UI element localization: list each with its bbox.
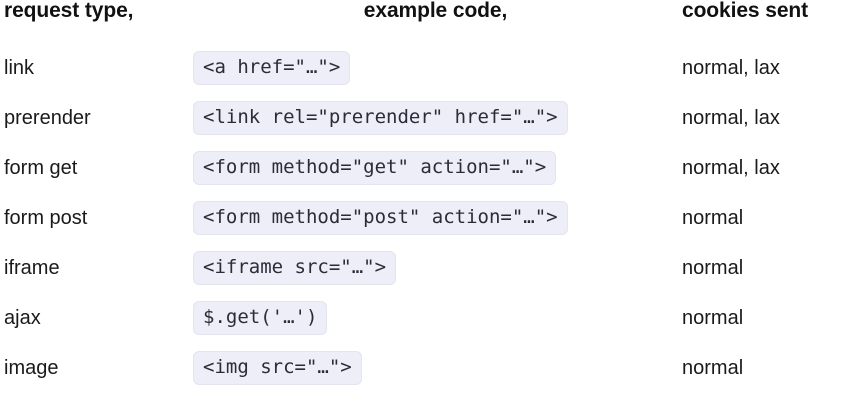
cell-cookies-sent: normal	[682, 207, 744, 229]
cell-request-type: iframe	[4, 257, 60, 279]
cell-example-code: <form method="post" action="…">	[193, 193, 678, 243]
table-header-row: request type, example code, cookies sent	[0, 0, 859, 43]
cell-request-type: form get	[4, 157, 78, 179]
cell-request-type: prerender	[4, 107, 91, 129]
code-snippet: $.get('…')	[193, 301, 328, 335]
table-header: request type, example code, cookies sent	[0, 0, 859, 43]
column-header-example-code: example code,	[363, 0, 508, 22]
cell-example-code: <iframe src="…">	[193, 243, 678, 293]
column-header-cookies-sent: cookies sent	[682, 0, 809, 22]
cell-cookies-sent: normal	[682, 257, 744, 279]
table-row: prerender <link rel="prerender" href="…"…	[0, 93, 859, 143]
cell-cookies-sent: normal, lax	[682, 107, 780, 129]
code-snippet: <link rel="prerender" href="…">	[193, 101, 568, 135]
table-row: ajax $.get('…') normal	[0, 293, 859, 343]
table-row: form get <form method="get" action="…"> …	[0, 143, 859, 193]
cell-cookies-sent: normal	[682, 357, 744, 379]
cell-example-code: $.get('…')	[193, 293, 678, 343]
request-type-table: request type, example code, cookies sent…	[0, 0, 859, 393]
table-row: link <a href="…"> normal, lax	[0, 43, 859, 93]
code-snippet: <form method="get" action="…">	[193, 151, 557, 185]
cell-example-code: <link rel="prerender" href="…">	[193, 93, 678, 143]
cell-cookies-sent: normal, lax	[682, 57, 780, 79]
code-snippet: <iframe src="…">	[193, 251, 397, 285]
cell-cookies-sent: normal, lax	[682, 157, 780, 179]
code-snippet: <form method="post" action="…">	[193, 201, 568, 235]
cell-request-type: image	[4, 357, 59, 379]
cell-request-type: form post	[4, 207, 88, 229]
code-snippet: <img src="…">	[193, 351, 362, 385]
code-snippet: <a href="…">	[193, 51, 351, 85]
cell-example-code: <img src="…">	[193, 343, 678, 393]
table-row: iframe <iframe src="…"> normal	[0, 243, 859, 293]
table-row: image <img src="…"> normal	[0, 343, 859, 393]
cell-example-code: <form method="get" action="…">	[193, 143, 678, 193]
cell-request-type: ajax	[4, 307, 41, 329]
cell-cookies-sent: normal	[682, 307, 744, 329]
cell-request-type: link	[4, 57, 35, 79]
cell-example-code: <a href="…">	[193, 43, 678, 93]
column-header-request-type: request type,	[4, 0, 134, 22]
table-row: form post <form method="post" action="…"…	[0, 193, 859, 243]
table-body: link <a href="…"> normal, lax prerender …	[0, 43, 859, 393]
